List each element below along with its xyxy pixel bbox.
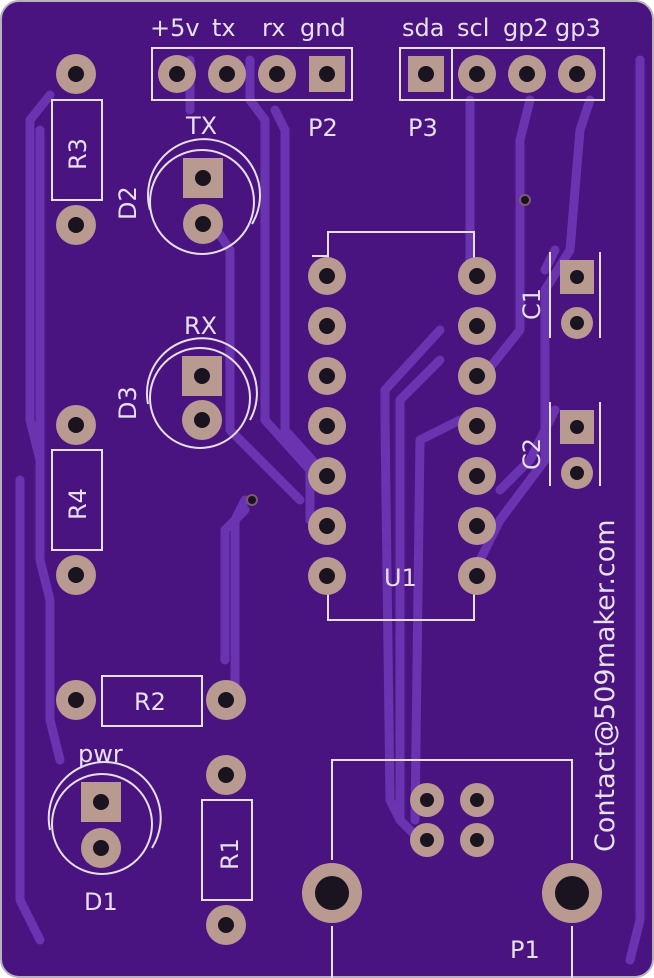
ref-p2: P2 [308, 114, 338, 142]
ic-left-pins [308, 257, 346, 595]
ref-p1: P1 [510, 936, 540, 964]
label-tx: tx [212, 14, 236, 42]
ic-u1: U1 [308, 231, 496, 621]
capacitor-c2: C2 [518, 402, 601, 489]
ref-c2: C2 [518, 438, 546, 470]
connector-p2: P2 [151, 47, 353, 142]
ref-u1: U1 [384, 564, 417, 592]
ref-c1: C1 [518, 288, 546, 320]
led-d1: pwr D1 [47, 740, 162, 916]
led-d3: RX D3 [114, 312, 258, 449]
trace-layer [15, 55, 645, 965]
header-labels: +5v tx rx gnd sda scl gp2 gp3 [150, 14, 601, 42]
ref-d1: D1 [84, 888, 118, 916]
ref-r1: R1 [216, 838, 244, 870]
ref-d2: D2 [114, 186, 142, 220]
resistor-r2: R2 [56, 675, 246, 727]
label-sda: sda [402, 14, 444, 42]
label-gp3: gp3 [555, 14, 601, 42]
ref-r4: R4 [64, 488, 92, 520]
resistor-r1: R1 [201, 755, 253, 945]
ref-d3: D3 [114, 386, 142, 420]
label-scl: scl [457, 14, 489, 42]
label-gp2: gp2 [503, 14, 549, 42]
resistor-r3: R3 [51, 54, 103, 245]
connector-p3: P3 [399, 47, 605, 142]
label-d3-rx: RX [184, 312, 217, 340]
capacitor-c1: C1 [518, 252, 601, 339]
connector-p1: P1 [302, 759, 602, 978]
led-d2: TX D2 [114, 112, 261, 255]
label-gnd: gnd [300, 14, 346, 42]
via [246, 494, 258, 506]
via [519, 194, 531, 206]
label-d2-tx: TX [185, 112, 217, 140]
label-rx: rx [262, 14, 285, 42]
ic-right-pins [458, 257, 496, 595]
ref-r3: R3 [64, 138, 92, 170]
ref-p3: P3 [408, 114, 438, 142]
contact-text: Contact@509maker.com [590, 519, 621, 852]
resistor-r4: R4 [51, 405, 103, 595]
ref-r2: R2 [134, 688, 166, 716]
label-5v: +5v [150, 14, 200, 42]
